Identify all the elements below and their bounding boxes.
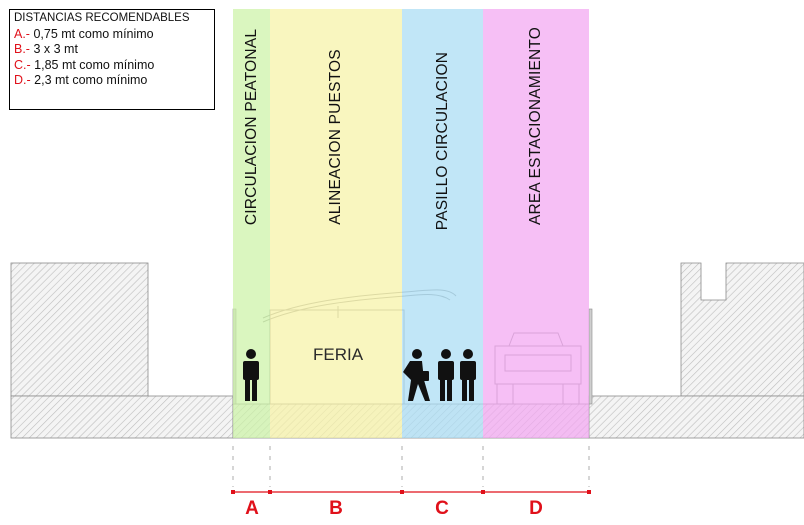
zone-label-alineacion-puestos: ALINEACION PUESTOS: [327, 49, 344, 225]
walking-person-icon: [403, 349, 430, 401]
legend-item: A.- 0,75 mt como mínimo: [14, 26, 154, 41]
pedestrian-icon: [243, 349, 259, 401]
dimension-label-b: B: [329, 498, 343, 519]
legend-box: DISTANCIAS RECOMENDABLES A.- 0,75 mt com…: [9, 9, 215, 110]
zone-band-d: [483, 9, 589, 438]
zone-band-b: [270, 9, 402, 438]
standing-person-icon: [438, 349, 454, 401]
dimension-label-a: A: [245, 498, 259, 519]
dimension-line: [231, 490, 591, 494]
curb-right: [588, 308, 593, 405]
dimension-label-d: D: [529, 498, 543, 519]
dimension-label-c: C: [435, 498, 449, 519]
ground-right: [588, 262, 804, 439]
stall-label: FERIA: [312, 345, 364, 364]
legend-title: DISTANCIAS RECOMENDABLES: [14, 12, 190, 24]
dimension-guides: [232, 446, 590, 487]
zone-label-area-estacionamiento: AREA ESTACIONAMIENTO: [527, 26, 544, 226]
zone-label-pasillo-circulacion: PASILLO CIRCULACION: [434, 51, 451, 231]
zone-label-circulacion-peatonal: CIRCULACION PEATONAL: [243, 28, 260, 226]
standing-person-icon: [460, 349, 476, 401]
legend-item: C.- 1,85 mt como mínimo: [14, 57, 155, 72]
legend-item: D.- 2,3 mt como mínimo: [14, 73, 148, 87]
legend-item: B.- 3 x 3 mt: [14, 42, 78, 56]
ground-left: [10, 262, 234, 439]
